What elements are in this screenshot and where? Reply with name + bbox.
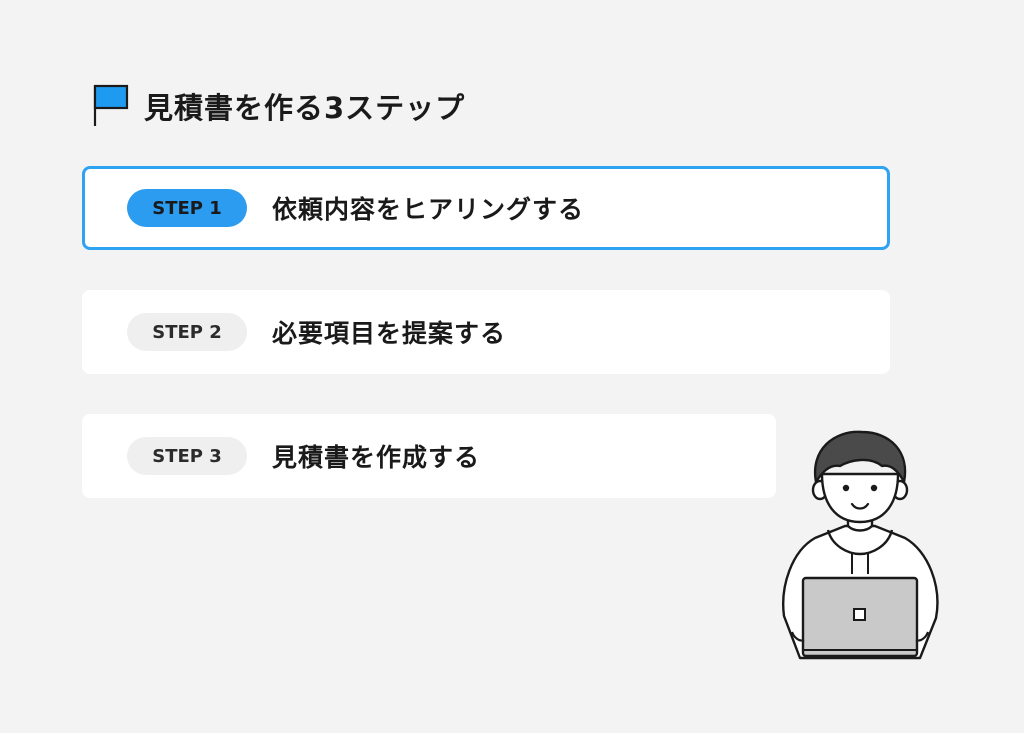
step-badge-3: STEP 3: [127, 437, 247, 475]
step-card-2: STEP 2 必要項目を提案する: [82, 290, 890, 374]
page-header: 見積書を作る3ステップ: [92, 84, 465, 128]
step-label-1: 依頼内容をヒアリングする: [272, 195, 585, 224]
step-card-3: STEP 3 見積書を作成する: [82, 414, 776, 498]
step-label-2: 必要項目を提案する: [272, 319, 507, 348]
step-label-3: 見積書を作成する: [272, 443, 481, 472]
step-badge-2: STEP 2: [127, 313, 247, 351]
step-card-1: STEP 1 依頼内容をヒアリングする: [82, 166, 890, 250]
page-title: 見積書を作る3ステップ: [144, 91, 466, 125]
flag-icon: [93, 84, 129, 126]
step-badge-1: STEP 1: [127, 189, 247, 227]
person-with-laptop-icon: [782, 430, 939, 660]
